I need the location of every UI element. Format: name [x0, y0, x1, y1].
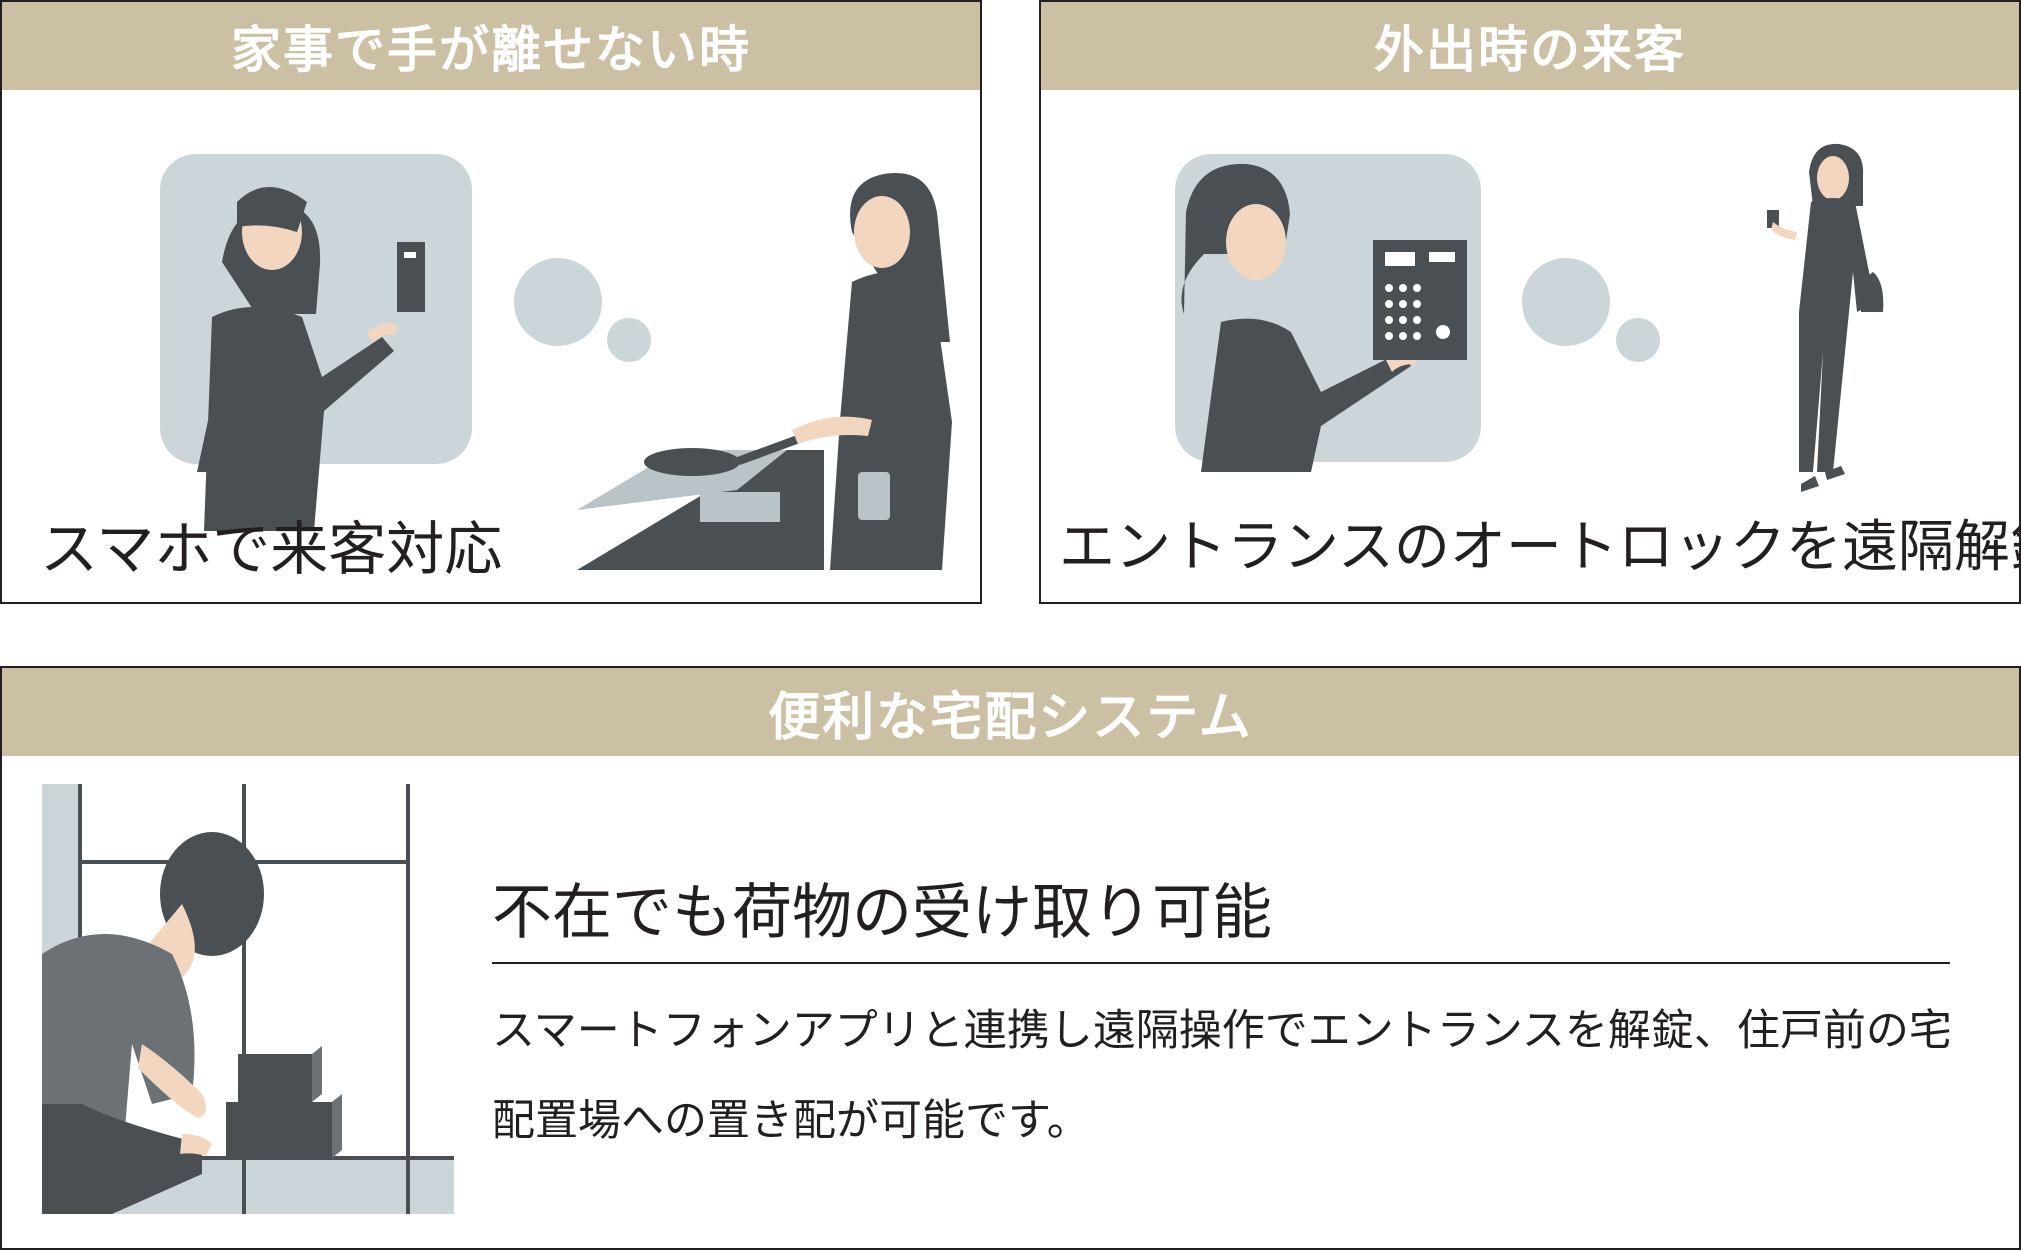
panel-heading: 家事で手が離せない時	[2, 2, 980, 90]
illustration-remote-unlock	[1175, 143, 1884, 492]
title-divider	[492, 962, 1950, 964]
panel-description: スマートフォンアプリと連携し遠隔操作でエントランスを解錠、住戸前の宅配置場への置…	[492, 1006, 1952, 1146]
panel-title: 不在でも荷物の受け取り可能	[492, 878, 1272, 948]
panel-heading: 外出時の来客	[1041, 2, 2019, 90]
panel-away-visitor: 外出時の来客 エントランスのオートロックを遠隔解錠	[1039, 0, 2021, 604]
panel-caption: スマホで来客対応	[40, 515, 503, 583]
illustration-smartphone-visitor	[160, 154, 952, 570]
panel-heading: 便利な宅配システム	[2, 668, 2019, 756]
panel-delivery-system: 便利な宅配システム 不在でも荷物の受け取り可能 スマートフォンアプリと連携し遠隔…	[0, 666, 2021, 1250]
panel-housework: 家事で手が離せない時 スマホで来客対応	[0, 0, 982, 604]
panel-caption: エントランスのオートロックを遠隔解錠	[1059, 515, 2021, 580]
illustration-package-delivery	[42, 784, 454, 1214]
